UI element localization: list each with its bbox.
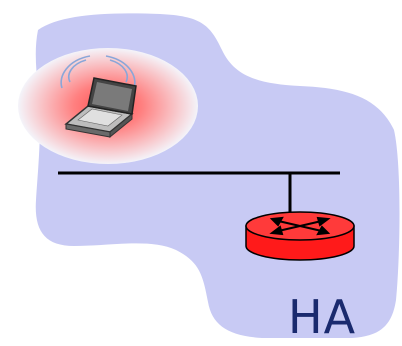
wifi-icon (60, 55, 136, 89)
home-agent-label: HA (288, 290, 357, 344)
laptop-icon (64, 77, 137, 139)
router-icon (245, 211, 355, 261)
